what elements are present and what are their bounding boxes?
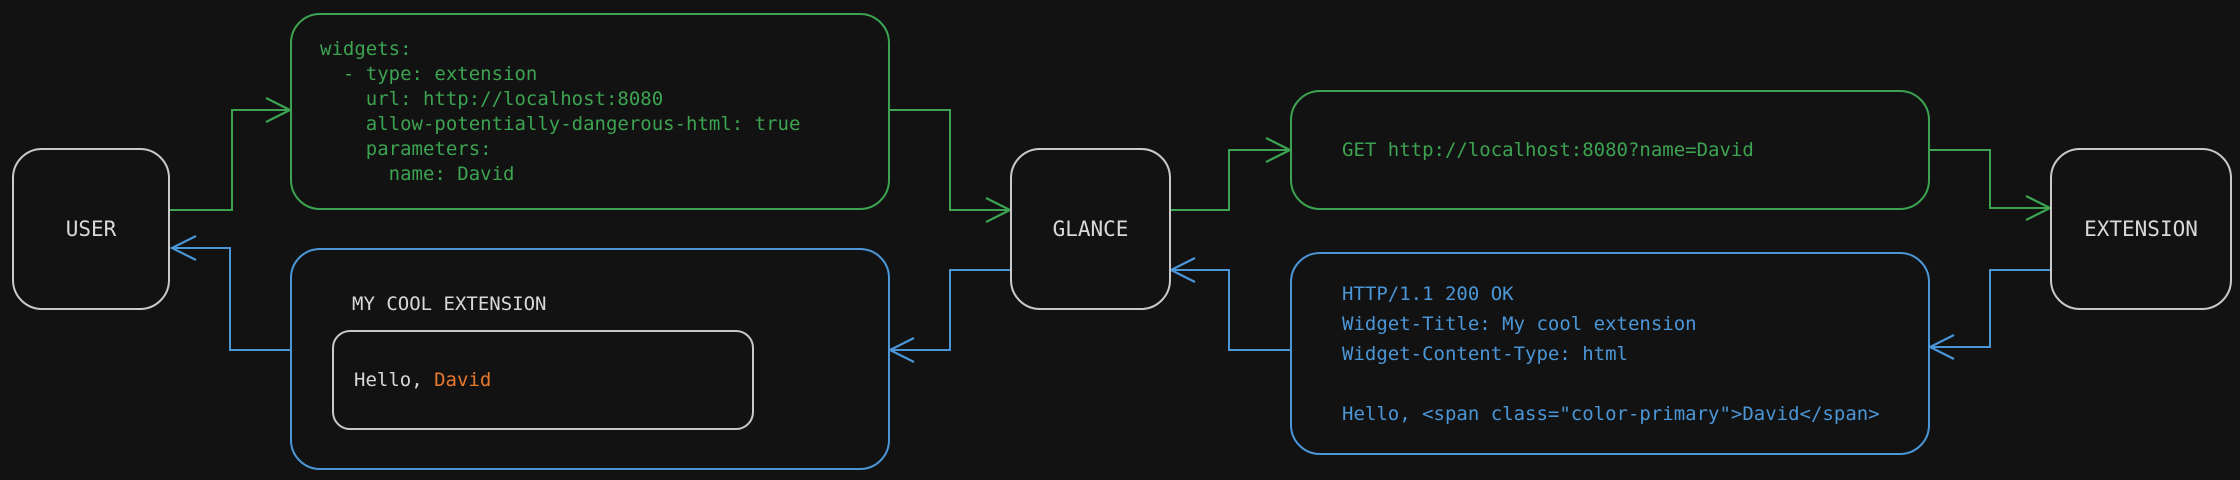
arrow-glance-to-widget	[887, 269, 1010, 363]
config-line: widgets:	[320, 37, 412, 60]
response-line: Widget-Title: My cool extension	[1342, 312, 1697, 335]
response-line: HTTP/1.1 200 OK	[1342, 282, 1514, 305]
widget-inner-box: Hello, David	[332, 330, 754, 430]
node-user-label: USER	[65, 217, 117, 241]
request-box: GET http://localhost:8080?name=David	[1290, 90, 1930, 210]
arrow-extension-to-response	[1927, 269, 2050, 360]
response-line	[1342, 369, 1928, 399]
node-extension-label: EXTENSION	[2084, 217, 2198, 241]
response-box: HTTP/1.1 200 OK Widget-Title: My cool ex…	[1290, 252, 1930, 455]
arrow-response-to-glance	[1168, 257, 1290, 351]
node-glance-label: GLANCE	[1052, 217, 1129, 241]
config-line: url: http://localhost:8080	[320, 87, 664, 110]
config-line: - type: extension	[320, 62, 538, 85]
arrow-config-to-glance	[890, 109, 1013, 223]
config-line: parameters:	[320, 137, 492, 160]
hello-prefix: Hello,	[354, 369, 435, 391]
hello-name: David	[434, 369, 492, 391]
node-glance: GLANCE	[1010, 148, 1171, 310]
response-line: Hello, <span class="color-primary">David…	[1342, 402, 1880, 425]
arrow-glance-to-request	[1171, 137, 1293, 211]
arrow-widget-to-user	[169, 235, 290, 351]
arrow-user-to-config	[170, 97, 293, 211]
config-box: widgets: - type: extension url: http://l…	[290, 13, 890, 210]
arrow-request-to-extension	[1930, 149, 2053, 221]
node-user: USER	[12, 148, 170, 310]
widget-box: MY COOL EXTENSION Hello, David	[290, 248, 890, 470]
hello-text: Hello, David	[354, 369, 491, 391]
node-extension: EXTENSION	[2050, 148, 2232, 310]
widget-title: MY COOL EXTENSION	[352, 293, 547, 315]
response-line: Widget-Content-Type: html	[1342, 342, 1628, 365]
config-line: name: David	[320, 162, 515, 185]
request-line: GET http://localhost:8080?name=David	[1342, 138, 1754, 161]
config-line: allow-potentially-dangerous-html: true	[320, 112, 801, 135]
